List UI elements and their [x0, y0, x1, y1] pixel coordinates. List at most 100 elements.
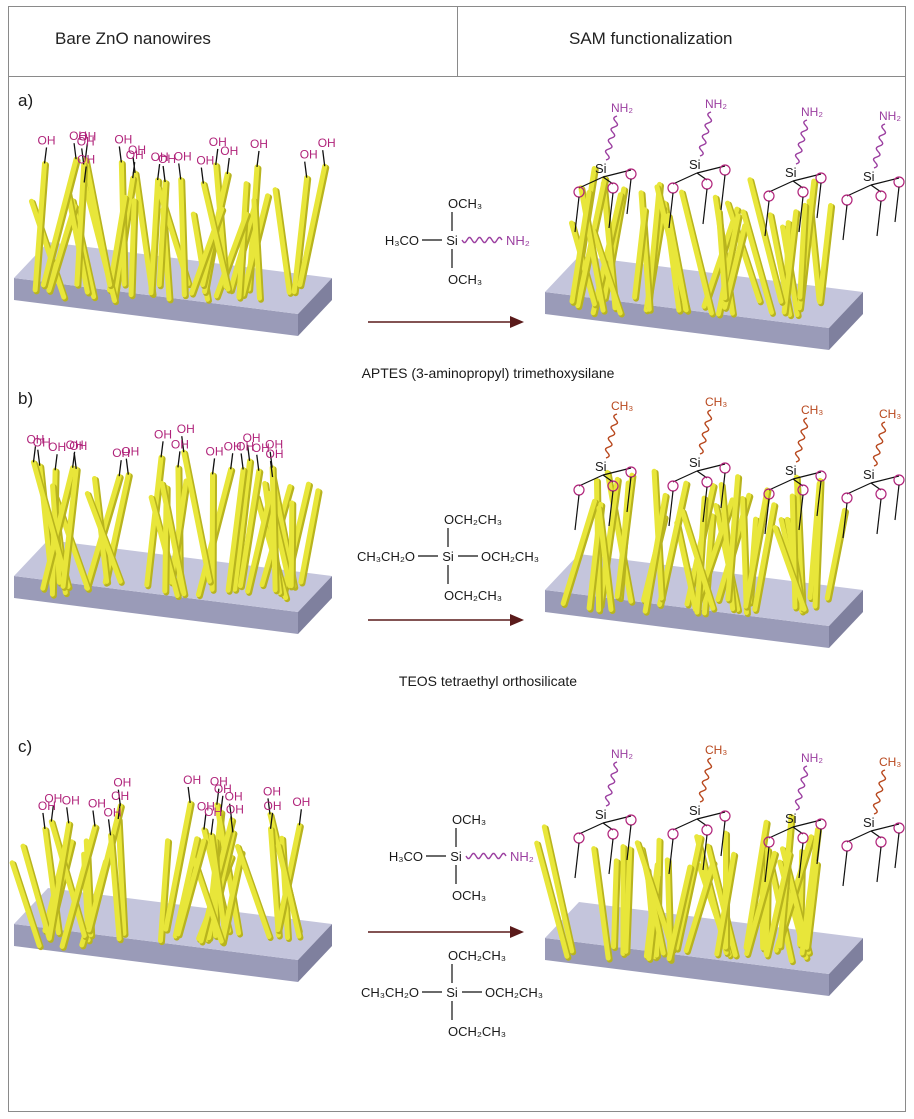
- nanowire: [225, 466, 246, 593]
- si-o-bond: [846, 482, 872, 495]
- si-o-bond: [768, 180, 794, 193]
- hydroxyl-label: OH: [183, 773, 201, 787]
- nanowire: [715, 208, 728, 301]
- nanowire: [84, 491, 123, 584]
- nanowire: [740, 209, 774, 315]
- nanowire: [268, 826, 281, 938]
- nanowire: [541, 824, 575, 954]
- substrate-side: [298, 924, 332, 982]
- hydroxyl-label: OH: [69, 439, 87, 453]
- nanowire: [159, 480, 187, 597]
- nanowire: [46, 203, 77, 293]
- nanowire: [725, 200, 762, 304]
- reagent-left-group: H₃CO: [389, 849, 423, 864]
- alkyl-chain: [604, 413, 619, 459]
- reaction-arrow: [368, 926, 524, 938]
- reagent-chain: [465, 852, 507, 860]
- reagent-top-group: OCH₂CH₃: [444, 512, 502, 527]
- hydroxyl-bond: [187, 786, 191, 804]
- nanowire: [291, 175, 310, 295]
- hydroxyl-label: OH: [226, 802, 244, 816]
- hydroxyl-label: OH: [204, 805, 222, 819]
- nanowire: [679, 189, 714, 316]
- nanowire: [611, 858, 619, 950]
- hydroxyl-bond: [118, 460, 122, 477]
- hydroxyl-label: OH: [77, 134, 95, 148]
- amine-terminal-label: NH₂: [705, 97, 727, 111]
- hydroxyl-bond: [210, 818, 214, 835]
- hydroxyl-label: OH: [26, 432, 44, 446]
- nanowire: [74, 161, 87, 287]
- nanowire: [591, 846, 611, 961]
- reagent-chain: [461, 236, 503, 244]
- hydroxyl-bond: [43, 147, 48, 164]
- o-zn-bond: [720, 472, 726, 509]
- methyl-terminal-label: CH₃: [879, 755, 901, 769]
- hydroxyl-label: OH: [154, 427, 172, 441]
- hydroxyl-label: OH: [171, 437, 189, 451]
- nanowire: [245, 496, 272, 594]
- nanowire: [744, 850, 777, 957]
- nanowire: [60, 466, 79, 589]
- nanowire: [148, 177, 161, 296]
- hydroxyl-bond: [256, 150, 260, 168]
- hydroxyl-bond: [240, 453, 244, 470]
- oxygen-atom: [797, 186, 809, 198]
- reagent-si: Si: [446, 985, 458, 1000]
- o-zn-bond: [720, 174, 726, 211]
- nanowire: [679, 508, 716, 611]
- hydroxyl-bond: [269, 812, 274, 829]
- o-zn-bond: [894, 832, 900, 869]
- hydroxyl-label: OH: [151, 150, 169, 164]
- hydroxyl-bond: [304, 161, 308, 178]
- nanowire: [269, 465, 278, 593]
- hydroxyl-bond: [81, 148, 85, 165]
- reagent-bottom-group: OCH₂CH₃: [448, 1024, 506, 1039]
- hydroxyl-label: OH: [78, 130, 96, 144]
- amine-terminal-label: NH₂: [611, 747, 633, 761]
- hydroxyl-label: OH: [113, 776, 131, 790]
- hydroxyl-label: OH: [48, 440, 66, 454]
- nanowire: [115, 816, 127, 936]
- o-zn-bond: [798, 196, 804, 233]
- si-o-bond: [578, 474, 604, 487]
- hydroxyl-bond: [32, 446, 37, 463]
- hydroxyl-label: OH: [38, 133, 56, 147]
- hydroxyl-bond: [298, 809, 302, 826]
- hydroxyl-bond: [160, 441, 164, 458]
- nanowire: [272, 187, 292, 295]
- o-zn-bond: [816, 828, 822, 865]
- nanowire: [764, 851, 792, 958]
- hydroxyl-bond: [177, 451, 181, 468]
- si-o-bond: [578, 176, 604, 189]
- nanowire: [797, 202, 808, 300]
- o-zn-bond: [798, 494, 804, 531]
- silicon-label: Si: [863, 815, 875, 830]
- hydroxyl-label: OH: [243, 431, 261, 445]
- hydroxyl-label: OH: [62, 793, 80, 807]
- reagent-top-group: OCH₂CH₃: [448, 948, 506, 963]
- hydroxyl-bond: [226, 157, 230, 175]
- amine-terminal-label: NH₂: [879, 109, 901, 123]
- oxygen-atom: [607, 182, 619, 194]
- o-zn-bond: [876, 200, 882, 237]
- hydroxyl-label: OH: [236, 439, 254, 453]
- si-o-bond: [846, 184, 872, 197]
- methyl-terminal-label: CH₃: [611, 399, 633, 413]
- nanowire: [632, 207, 648, 300]
- alkyl-chain: [872, 769, 887, 815]
- reagent-bottom-group: OCH₂CH₃: [444, 588, 502, 603]
- o-zn-bond: [608, 192, 614, 229]
- nanowire: [817, 203, 834, 305]
- oxygen-atom: [701, 178, 713, 190]
- substrate-side: [298, 278, 332, 336]
- panel-label: b): [18, 389, 33, 408]
- nanowire: [9, 860, 42, 949]
- o-zn-bond: [842, 204, 848, 241]
